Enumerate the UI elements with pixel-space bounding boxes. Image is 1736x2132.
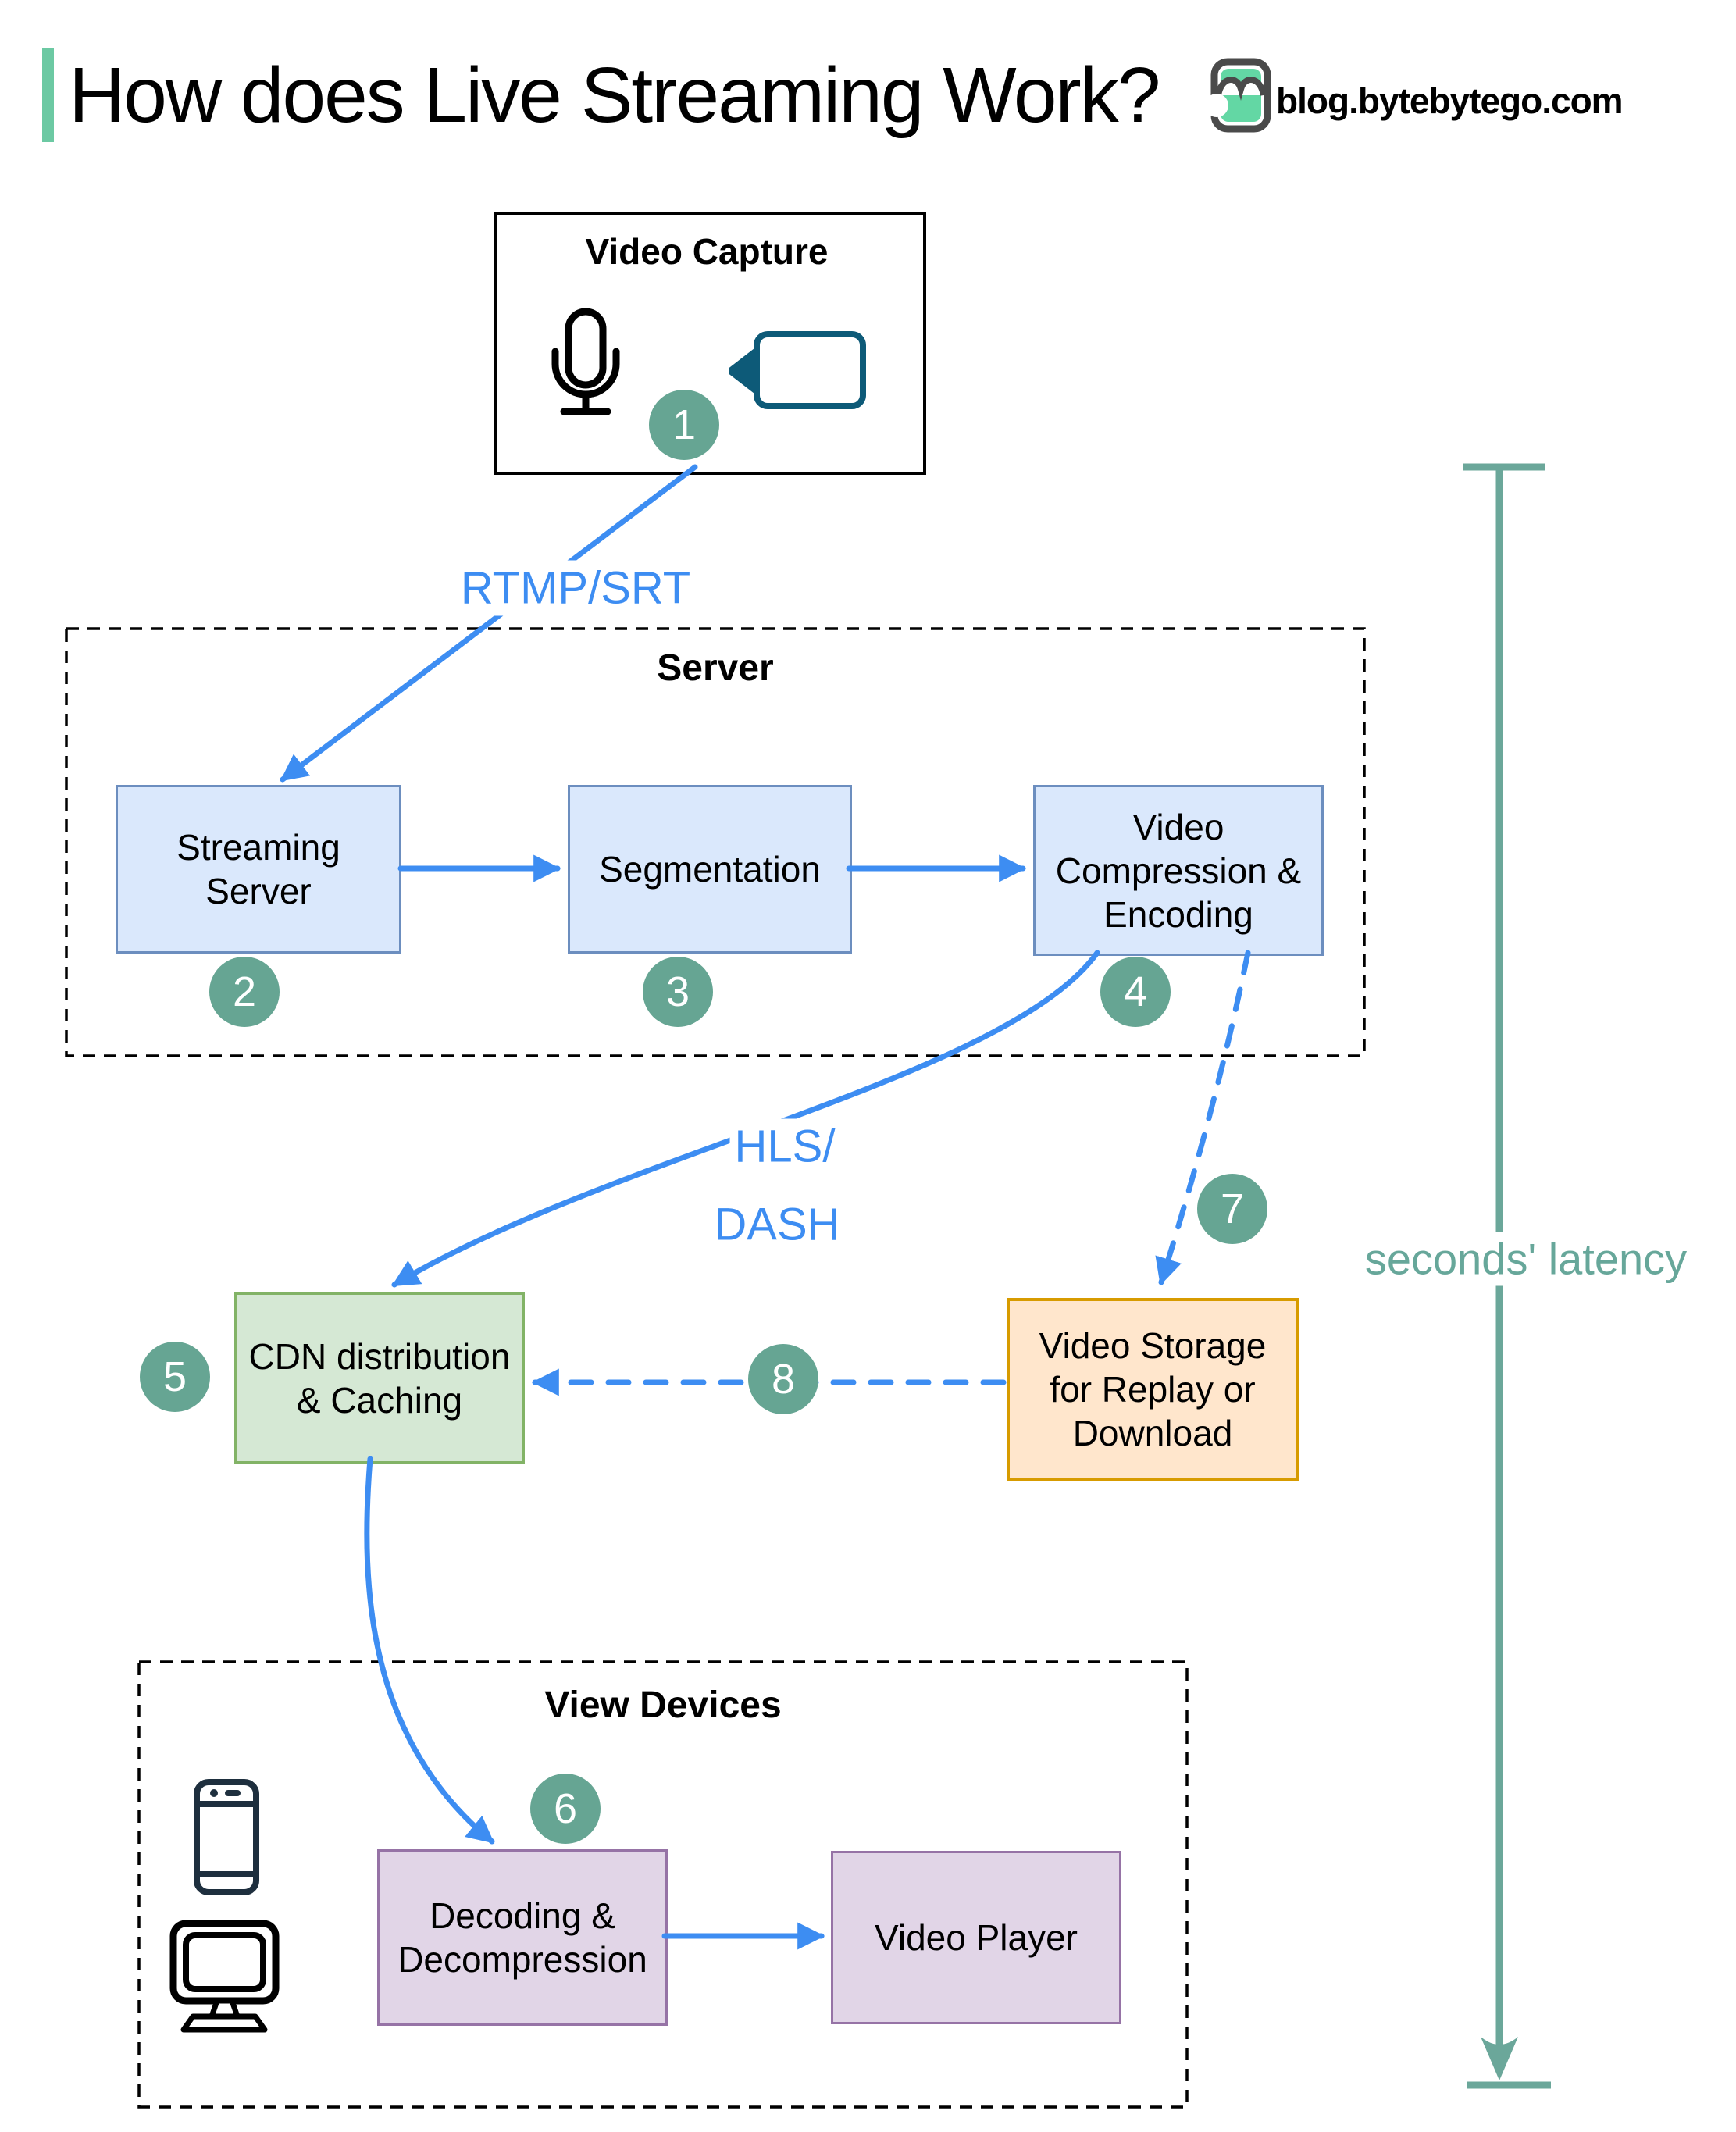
site-url: blog.bytebytego.com	[1276, 80, 1624, 121]
step-badge-6: 6	[530, 1774, 601, 1844]
step-badge-4: 4	[1100, 957, 1171, 1027]
node-label-line: Decoding &	[430, 1895, 615, 1936]
latency-label: seconds' latency	[1356, 1232, 1695, 1286]
bytebytego-logo-icon	[1205, 58, 1271, 133]
node-label-line: Streaming	[176, 827, 340, 868]
node-label-line: for Replay or	[1050, 1369, 1256, 1410]
step-badge-3: 3	[643, 957, 713, 1027]
edge-label-rtmp-srt: RTMP/SRT	[455, 560, 696, 616]
title-accent-bar	[42, 48, 54, 142]
node-label-line: Video Storage	[1039, 1325, 1267, 1366]
node-streaming-server: Streaming Server	[116, 785, 401, 954]
node-label-line: CDN distribution	[248, 1335, 511, 1377]
node-label-line: Segmentation	[599, 849, 821, 890]
step-badge-7: 7	[1197, 1174, 1267, 1244]
video-capture-label: Video Capture	[585, 231, 829, 272]
node-segmentation: Segmentation	[568, 785, 852, 954]
step-badge-2: 2	[209, 957, 280, 1027]
smartphone-icon	[194, 1779, 259, 1895]
node-video-storage: Video Storage for Replay or Download	[1007, 1298, 1299, 1481]
node-label-line: Video	[1132, 806, 1224, 847]
step-badge-1: 1	[649, 390, 719, 460]
node-cdn-distribution-caching: CDN distribution & Caching	[234, 1292, 525, 1464]
edge-cdn-to-decoding	[364, 1456, 495, 1845]
step-badge-5: 5	[140, 1342, 210, 1412]
node-label-line: Decompression	[397, 1939, 647, 1980]
node-video-player: Video Player	[831, 1851, 1121, 2024]
node-label-line: Compression &	[1055, 850, 1302, 891]
desktop-monitor-icon	[169, 1920, 280, 2033]
node-decoding-decompression: Decoding & Decompression	[377, 1849, 668, 2026]
node-video-compression-encoding: Video Compression & Encoding	[1033, 785, 1324, 956]
server-group-label: Server	[657, 647, 774, 689]
edge-label-dash: DASH	[709, 1196, 845, 1253]
view-devices-group-label: View Devices	[544, 1685, 782, 1726]
node-label-line: Server	[205, 871, 312, 911]
node-label-line: Download	[1072, 1413, 1233, 1453]
page-title: How does Live Streaming Work?	[69, 51, 1160, 139]
edge-capture-to-streaming	[280, 464, 698, 783]
step-badge-8: 8	[748, 1344, 818, 1414]
edge-label-hls: HLS/	[729, 1118, 840, 1175]
node-label-line: Video Player	[875, 1917, 1078, 1958]
node-label-line: & Caching	[296, 1379, 463, 1421]
node-label-line: Encoding	[1103, 893, 1253, 935]
